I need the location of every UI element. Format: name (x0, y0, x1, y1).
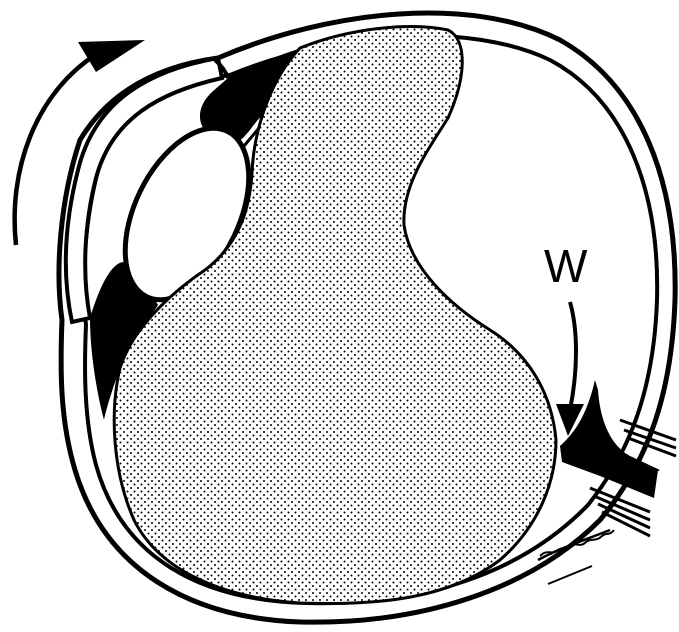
rotation-arrow-head-icon (78, 40, 145, 72)
vitreous-body (114, 27, 556, 604)
label-w: W (544, 240, 588, 292)
w-arrow-shaft (570, 302, 576, 410)
